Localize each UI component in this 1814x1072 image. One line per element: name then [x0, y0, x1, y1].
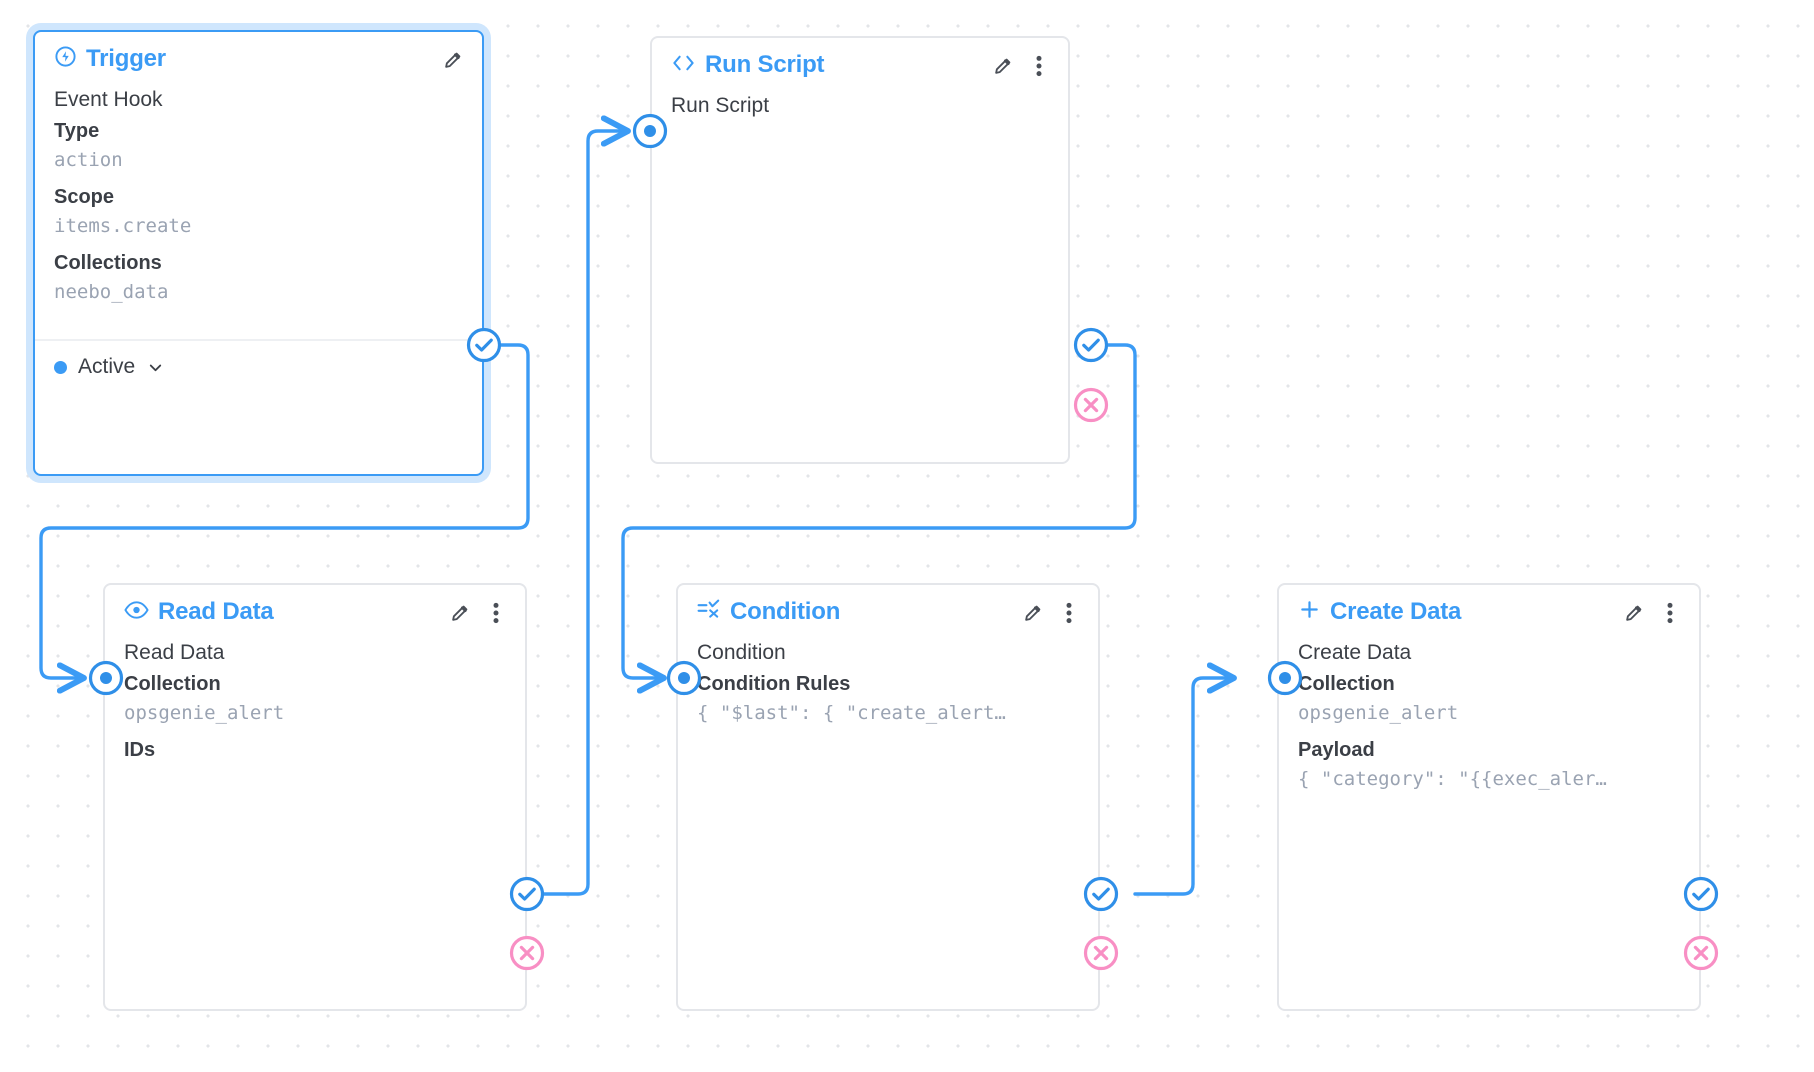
field-value-collection: opsgenie_alert [124, 702, 285, 724]
node-run-script-title-group: Run Script [671, 51, 825, 79]
more-options-icon[interactable] [483, 599, 509, 627]
field-label-condition-rules: Condition Rules [697, 673, 851, 695]
node-trigger-footer: Active [35, 339, 482, 379]
edit-pencil-icon[interactable] [440, 46, 466, 74]
node-condition-body: Condition Condition Rules { "$last": { "… [678, 639, 1098, 750]
field-value-scope: items.create [54, 215, 192, 237]
field-value-type: action [54, 149, 123, 171]
node-read-data[interactable]: Read Data Read Data Collection o [103, 583, 527, 1011]
node-create-data-row-name: Create Data [1298, 641, 1412, 664]
node-create-data[interactable]: Create Data Create Data Collection [1277, 583, 1701, 1011]
read-data-reject-handle[interactable] [505, 931, 549, 975]
create-data-success-handle[interactable] [1679, 872, 1723, 916]
node-run-script-row-name: Run Script [671, 94, 770, 117]
node-read-data-row-name: Read Data [124, 641, 225, 664]
status-dropdown[interactable]: Active [54, 355, 463, 379]
plus-icon [1298, 598, 1321, 626]
filter-check-x-icon [697, 599, 721, 625]
node-trigger-title-group: Trigger [54, 45, 166, 73]
node-read-data-title: Read Data [158, 598, 274, 625]
node-condition-actions [1020, 599, 1082, 627]
node-trigger-title: Trigger [86, 45, 166, 72]
node-run-script[interactable]: Run Script Run Script [650, 36, 1070, 464]
edge-read-data-to-run-script [542, 131, 628, 896]
run-script-reject-handle[interactable] [1069, 383, 1113, 427]
node-condition-title: Condition [730, 598, 841, 625]
edge-condition-to-create-data [1133, 678, 1234, 896]
run-script-success-handle[interactable] [1069, 323, 1113, 367]
node-trigger-body: Event Hook Type action Scope items.creat… [35, 86, 482, 329]
node-trigger-row-name: Event Hook [54, 88, 163, 111]
node-run-script-body: Run Script [652, 92, 1068, 137]
node-run-script-title: Run Script [705, 51, 825, 78]
node-read-data-header: Read Data [105, 585, 525, 639]
node-condition-header: Condition [678, 585, 1098, 639]
node-condition-title-group: Condition [697, 599, 840, 625]
condition-input-handle[interactable] [662, 656, 706, 700]
bolt-circle-icon [54, 45, 77, 73]
node-run-script-header: Run Script [652, 38, 1068, 92]
node-create-data-title-group: Create Data [1298, 598, 1461, 626]
run-script-input-handle[interactable] [628, 109, 672, 153]
field-label-collection: Collection [1298, 673, 1395, 695]
field-value-payload: { "category": "{{exec_aler… [1298, 768, 1607, 790]
more-options-icon[interactable] [1026, 52, 1052, 80]
field-value-collection: opsgenie_alert [1298, 702, 1459, 724]
field-label-collections: Collections [54, 252, 162, 274]
edit-pencil-icon[interactable] [1621, 599, 1647, 627]
more-options-icon[interactable] [1657, 599, 1683, 627]
create-data-input-handle[interactable] [1263, 656, 1307, 700]
more-options-icon[interactable] [1056, 599, 1082, 627]
field-label-scope: Scope [54, 186, 115, 208]
field-value-condition-rules: { "$last": { "create_alert… [697, 702, 1006, 724]
node-read-data-actions [447, 599, 509, 627]
node-trigger-actions [440, 46, 466, 74]
node-condition-row-name: Condition [697, 641, 786, 664]
field-label-collection: Collection [124, 673, 221, 695]
edit-pencil-icon[interactable] [1020, 599, 1046, 627]
read-data-success-handle[interactable] [505, 872, 549, 916]
edit-pencil-icon[interactable] [990, 52, 1016, 80]
status-label: Active [78, 355, 136, 378]
field-value-collections: neebo_data [54, 281, 169, 303]
node-read-data-body: Read Data Collection opsgenie_alert IDs [105, 639, 525, 787]
node-create-data-body: Create Data Collection opsgenie_alert Pa… [1279, 639, 1699, 816]
node-trigger-header: Trigger [35, 32, 482, 86]
eye-icon [124, 600, 149, 625]
chevron-down-icon [146, 358, 165, 377]
field-label-payload: Payload [1298, 739, 1375, 761]
node-create-data-header: Create Data [1279, 585, 1699, 639]
status-dot-icon [54, 360, 67, 374]
condition-success-handle[interactable] [1079, 872, 1123, 916]
node-run-script-actions [990, 52, 1052, 80]
node-create-data-title: Create Data [1330, 598, 1462, 625]
node-trigger[interactable]: Trigger Event Hook Type action Scope ite… [33, 30, 484, 476]
node-condition[interactable]: Condition Condition Condition Rules [676, 583, 1100, 1011]
create-data-reject-handle[interactable] [1679, 931, 1723, 975]
field-label-ids: IDs [124, 739, 156, 761]
read-data-input-handle[interactable] [84, 656, 128, 700]
condition-reject-handle[interactable] [1079, 931, 1123, 975]
code-brackets-icon [671, 52, 696, 79]
field-label-type: Type [54, 120, 100, 142]
edit-pencil-icon[interactable] [447, 599, 473, 627]
node-read-data-title-group: Read Data [124, 600, 274, 625]
trigger-success-handle[interactable] [462, 323, 506, 367]
node-create-data-actions [1621, 599, 1683, 627]
